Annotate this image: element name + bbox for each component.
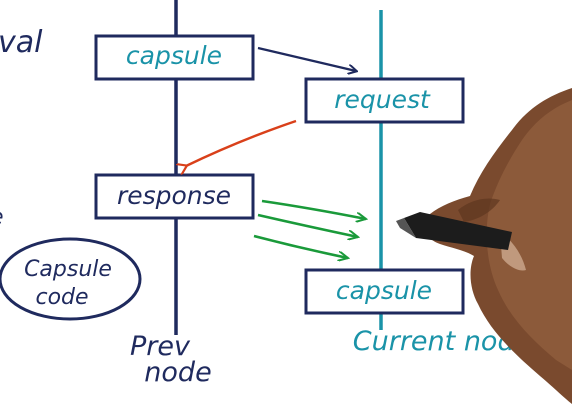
request-to-response-arrow	[186, 119, 297, 166]
capsule-code-line1: Capsule	[24, 257, 112, 282]
green-arrow-3	[253, 234, 348, 258]
green-arrow-1	[261, 199, 366, 219]
request-label: request	[334, 85, 431, 114]
green-arrow-2	[257, 213, 358, 237]
response-label: response	[117, 181, 231, 210]
margin-fragment-middle: e	[0, 205, 4, 230]
prev-capsule-box: capsule	[94, 34, 255, 81]
response-box: response	[94, 173, 255, 220]
current-capsule-label: capsule	[336, 276, 432, 305]
prev-capsule-label: capsule	[126, 41, 222, 70]
prev-node-label-line1: Prev	[130, 331, 191, 362]
capsule-code-bubble: Capsule code	[0, 237, 142, 321]
capsule-to-request-arrow	[257, 46, 356, 71]
prev-node-label-line2: node	[144, 357, 211, 388]
current-capsule-box: capsule	[304, 268, 465, 315]
presenter-hand-illustration	[396, 88, 572, 404]
pen-icon	[404, 212, 512, 250]
request-box: request	[304, 77, 465, 124]
capsule-code-line2: code	[35, 285, 88, 310]
margin-fragment-top: val	[0, 25, 43, 60]
